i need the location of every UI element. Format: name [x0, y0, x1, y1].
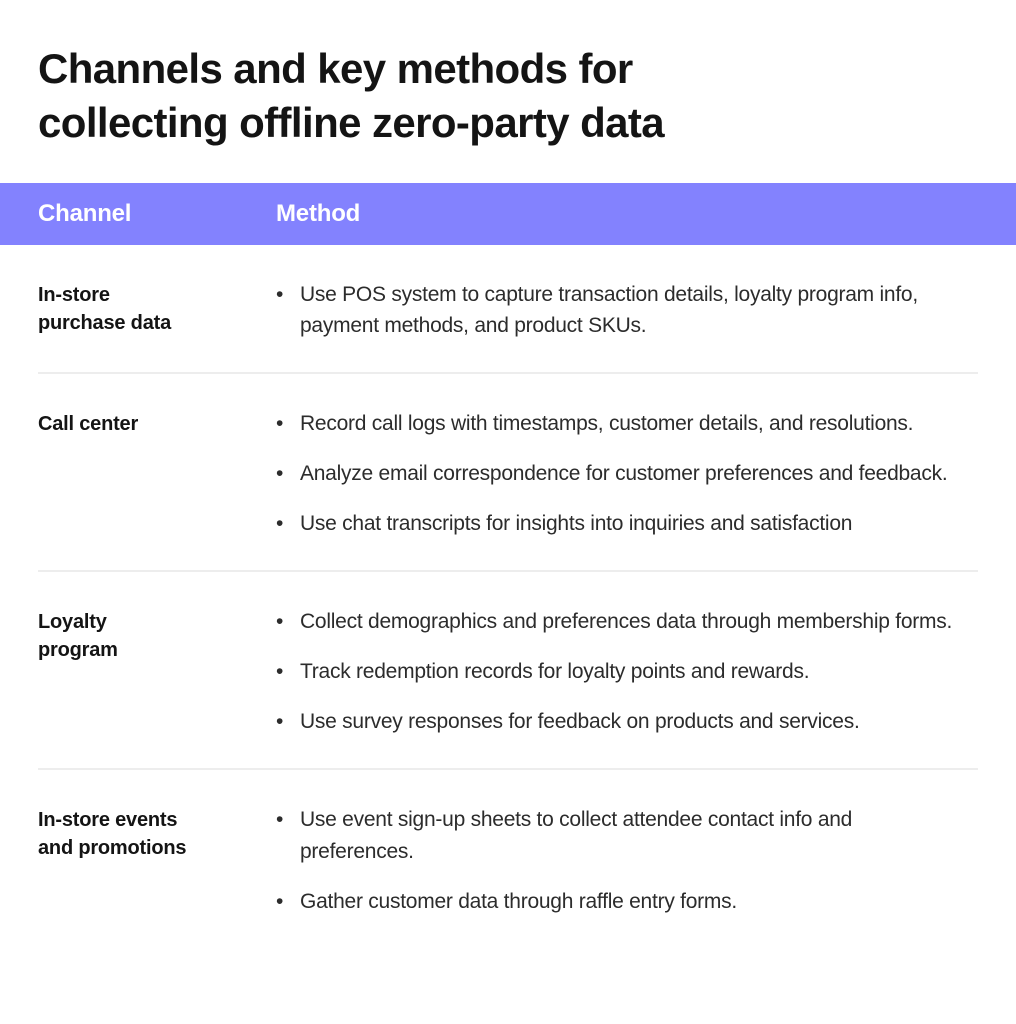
bullet-dot-icon: • [276, 659, 284, 683]
method-bullet-item: • Use chat transcripts for insights into … [276, 508, 958, 540]
method-bullet-text: Gather customer data through raffle entr… [300, 889, 737, 913]
page-title: Channels and key methods for collecting … [38, 45, 665, 146]
method-cell: • Use POS system to capture transaction d… [276, 279, 978, 343]
table-header-row: Channel Method [0, 182, 1016, 245]
bullet-dot-icon: • [276, 412, 284, 436]
method-cell: • Use event sign-up sheets to collect att… [276, 804, 978, 918]
method-bullet-item: • Record call logs with timestamps, custo… [276, 408, 958, 440]
method-bullet-item: • Collect demographics and preferences da… [276, 606, 958, 638]
method-bullet-list: • Collect demographics and preferences da… [276, 606, 958, 738]
channel-cell: In-store purchase data [38, 283, 172, 334]
bullet-dot-icon: • [276, 807, 284, 831]
method-bullet-text: Analyze email correspondence for custome… [300, 462, 948, 486]
method-bullet-list: • Record call logs with timestamps, custo… [276, 408, 958, 540]
bullet-dot-icon: • [276, 610, 284, 634]
column-header-channel: Channel [38, 199, 132, 227]
method-bullet-text: Use survey responses for feedback on pro… [300, 709, 860, 733]
title-block: Channels and key methods for collecting … [0, 0, 1016, 150]
method-bullet-text: Collect demographics and preferences dat… [300, 610, 953, 634]
column-header-method: Method [276, 199, 361, 227]
method-bullet-text: Use POS system to capture transaction de… [300, 282, 918, 338]
channel-cell: Loyalty program [38, 611, 118, 662]
method-bullet-item: • Gather customer data through raffle ent… [276, 886, 958, 918]
method-bullet-text: Record call logs with timestamps, custom… [300, 412, 914, 436]
method-cell: • Record call logs with timestamps, custo… [276, 408, 978, 540]
method-bullet-item: • Use event sign-up sheets to collect att… [276, 804, 958, 868]
table-row: In-store events and promotions • Use event… [38, 770, 978, 948]
bullet-dot-icon: • [276, 889, 284, 913]
bullet-dot-icon: • [276, 512, 284, 536]
bullet-dot-icon: • [276, 462, 284, 486]
method-bullet-item: • Track redemption records for loyalty po… [276, 656, 958, 688]
bullet-dot-icon: • [276, 709, 284, 733]
method-bullet-list: • Use POS system to capture transaction d… [276, 279, 958, 343]
table-row: Loyalty program • Collect demographics and… [38, 572, 978, 770]
method-bullet-item: • Use POS system to capture transaction d… [276, 279, 958, 343]
method-bullet-item: • Use survey responses for feedback on pr… [276, 706, 958, 738]
table-row: In-store purchase data • Use POS system to… [38, 245, 978, 375]
method-bullet-text: Use chat transcripts for insights into i… [300, 512, 853, 536]
bullet-dot-icon: • [276, 282, 284, 306]
method-bullet-item: • Analyze email correspondence for custom… [276, 458, 958, 490]
method-cell: • Collect demographics and preferences da… [276, 606, 978, 738]
table-body: In-store purchase data • Use POS system to… [0, 245, 1016, 948]
channel-cell: In-store events and promotions [38, 808, 187, 860]
table-row: Call center • Record call logs with timest… [38, 374, 978, 573]
method-bullet-text: Use event sign-up sheets to collect atte… [300, 807, 853, 863]
method-bullet-list: • Use event sign-up sheets to collect att… [276, 804, 958, 918]
channels-methods-table: Channel Method In-store purchase data • Us… [0, 182, 1016, 948]
channel-cell: Call center [38, 413, 139, 436]
method-bullet-text: Track redemption records for loyalty poi… [300, 659, 810, 683]
